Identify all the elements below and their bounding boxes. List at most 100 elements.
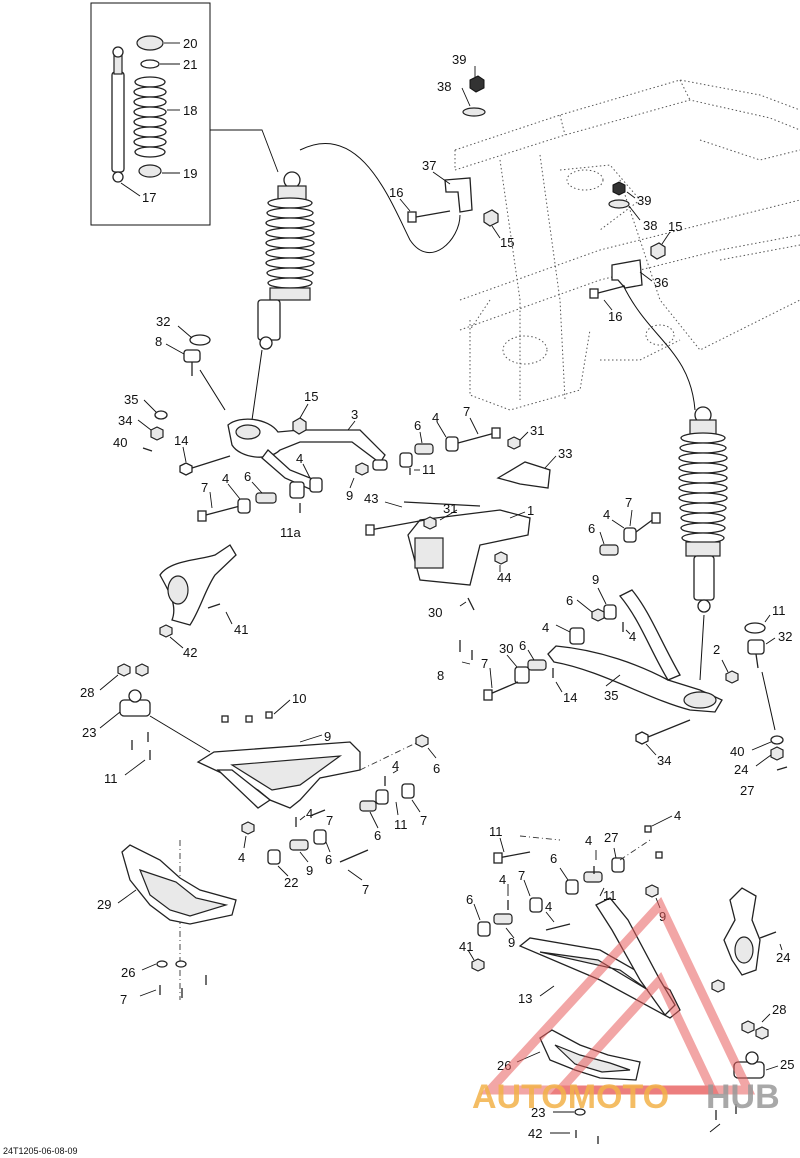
callout-35-right: 40 bbox=[730, 744, 744, 759]
callout-4-mid: 9 bbox=[592, 572, 599, 587]
callout-41-left: 41 bbox=[234, 622, 248, 637]
callout-31-bracket: 31 bbox=[443, 501, 457, 516]
callout-15-lower-right: 2 bbox=[713, 642, 720, 657]
callout-11-mid: 4 bbox=[629, 629, 636, 644]
callout-4-right-top: 27 bbox=[604, 830, 618, 845]
callout-40-right: 27 bbox=[740, 783, 754, 798]
automotohub-watermark: AUTOMOTO HUB bbox=[472, 897, 780, 1116]
callout-15-upper-arm: 15 bbox=[304, 389, 318, 404]
callout-41-right: 24 bbox=[776, 950, 790, 965]
spring-coils-inset bbox=[133, 76, 167, 158]
callout-18: 18 bbox=[183, 103, 197, 118]
callout-9-rear-left: 4 bbox=[238, 850, 245, 865]
callout-2: 35 bbox=[604, 688, 618, 703]
callout-11-upper: 11 bbox=[422, 462, 436, 477]
rear-right-balljoint: 28 25 26 23 42 bbox=[497, 1002, 794, 1144]
callout-40-upper: 40 bbox=[113, 435, 127, 450]
steering-knuckle-left: 41 42 bbox=[159, 544, 248, 660]
callout-11-right-top: 4 bbox=[585, 833, 592, 848]
callout-17: 17 bbox=[142, 190, 156, 205]
callout-32-upper: 32 bbox=[156, 314, 170, 329]
shock-breakdown-inset: 20 21 18 19 17 bbox=[90, 2, 279, 226]
rear-left-balljoint: 28 23 11 10 bbox=[80, 663, 306, 786]
callout-34-right: 24 bbox=[734, 762, 748, 777]
callout-8-right: 32 bbox=[778, 629, 792, 644]
callout-32-right: 11 bbox=[772, 603, 786, 618]
callout-39-frame: 39 bbox=[637, 193, 651, 208]
callout-31-upper: 31 bbox=[530, 423, 544, 438]
callout-4-right-top-2: 6 bbox=[550, 851, 557, 866]
callout-11a-upper: 11a bbox=[280, 525, 301, 540]
callout-4-upper-left: 4 bbox=[296, 451, 303, 466]
front-shock-left bbox=[251, 171, 315, 421]
callout-4-rear-right-2: 6 bbox=[374, 828, 381, 843]
steering-knuckle-right: 24 bbox=[711, 887, 790, 993]
callout-36: 36 bbox=[654, 275, 668, 290]
skid-plate-left: 29 26 7 bbox=[97, 844, 237, 1007]
callout-11a-lower: 14 bbox=[563, 690, 577, 705]
callout-6-rear-bottom: 9 bbox=[306, 863, 313, 878]
callout-6-right-arm: 6 bbox=[588, 521, 595, 536]
front-shock-right bbox=[678, 406, 728, 681]
callout-7-right-top: 11 bbox=[489, 824, 503, 839]
vehicle-frame bbox=[454, 79, 800, 411]
callout-15-frame: 15 bbox=[668, 219, 682, 234]
callout-10: 9 bbox=[324, 729, 331, 744]
callout-7-right-arm: 7 bbox=[625, 495, 632, 510]
callout-7-upper-left: 7 bbox=[201, 480, 208, 495]
watermark-text-hub: HUB bbox=[706, 1078, 780, 1116]
lower-a-arm-right: 35 2 34 7 6 4 9 6 4 4 11 bbox=[437, 495, 792, 798]
callout-7-lower-left: 7 bbox=[481, 656, 488, 671]
callout-14-lower: 34 bbox=[657, 753, 671, 768]
callout-22: 29 bbox=[97, 897, 111, 912]
upper-a-arm-left: 15 3 14 6 4 7 31 4 11 33 bbox=[174, 389, 572, 540]
drawing-code: 24T1205-06-08-09 bbox=[3, 1146, 78, 1156]
top-mount-hardware: 39 38 37 16 15 39 38 15 36 16 bbox=[299, 52, 696, 411]
callout-38-frame: 38 bbox=[643, 218, 657, 233]
callout-34-upper: 34 bbox=[118, 413, 132, 428]
callout-6-upper-left: 6 bbox=[244, 469, 251, 484]
callout-6-upper-right: 6 bbox=[414, 418, 421, 433]
upper-left-balljoint: 32 8 35 34 40 bbox=[113, 314, 226, 452]
callout-13: 13 bbox=[518, 991, 532, 1006]
callout-30-bracket: 30 bbox=[428, 605, 442, 620]
callout-11-rear-right: 4 bbox=[392, 758, 399, 773]
callout-9-upper: 9 bbox=[346, 488, 353, 503]
callout-39-top: 39 bbox=[452, 52, 466, 67]
callout-26-right: 42 bbox=[528, 1126, 542, 1141]
callout-15-top: 15 bbox=[500, 235, 514, 250]
callout-30-lower: 8 bbox=[437, 668, 444, 683]
callout-4-upper-right: 4 bbox=[432, 410, 439, 425]
callout-7-upper-right: 7 bbox=[463, 404, 470, 419]
callout-4-lower-left: 30 bbox=[499, 641, 513, 656]
callout-28-left: 23 bbox=[82, 725, 96, 740]
watermark-text-automoto: AUTOMOTO bbox=[472, 1078, 669, 1116]
callout-9-mid: 6 bbox=[566, 593, 573, 608]
callout-43: 43 bbox=[364, 491, 378, 506]
callout-14-upper: 14 bbox=[174, 433, 188, 448]
callout-1: 1 bbox=[527, 503, 534, 518]
callout-7-rear-bottom: 7 bbox=[362, 882, 369, 897]
callout-6-right-top: 11 bbox=[603, 888, 617, 903]
callout-27-right: 4 bbox=[674, 808, 681, 823]
callout-6-lower-left: 6 bbox=[519, 638, 526, 653]
callout-7-right-mid: 4 bbox=[545, 899, 552, 914]
callout-35-upper: 35 bbox=[124, 392, 138, 407]
front-bracket: 43 31 1 44 30 bbox=[364, 491, 534, 620]
callout-24-left: 28 bbox=[80, 685, 94, 700]
callout-29-right: 23 bbox=[531, 1105, 545, 1120]
callout-11-rear-left: 4 bbox=[306, 806, 313, 821]
callout-26-left: 7 bbox=[120, 992, 127, 1007]
watermark-inner-triangle-icon bbox=[549, 971, 720, 1095]
callout-16-frame: 16 bbox=[608, 309, 622, 324]
callout-4-mid-2: 4 bbox=[542, 620, 549, 635]
callout-24-right: 28 bbox=[772, 1002, 786, 1017]
callout-4-rear-right: 7 bbox=[420, 813, 427, 828]
callout-4-rear-bottom-2: 6 bbox=[325, 852, 332, 867]
callout-8-upper: 8 bbox=[155, 334, 162, 349]
callout-11-right-mid: 4 bbox=[499, 872, 506, 887]
callout-42-left: 42 bbox=[183, 645, 197, 660]
callout-4-upper-left-2: 4 bbox=[222, 471, 229, 486]
callout-38-top: 38 bbox=[437, 79, 451, 94]
callout-19: 19 bbox=[183, 166, 197, 181]
